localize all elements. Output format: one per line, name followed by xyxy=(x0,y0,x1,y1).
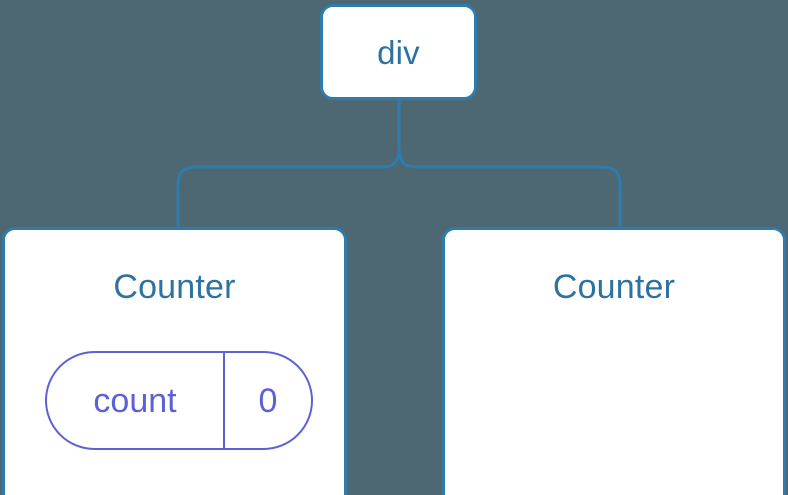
state-value-counter-1: 0 xyxy=(258,381,278,420)
node-div-label: div xyxy=(377,33,420,71)
connector-branch-right xyxy=(397,146,622,229)
state-pill-counter-1[interactable]: count 0 xyxy=(45,351,313,450)
node-counter-2[interactable]: Counter count 0 xyxy=(442,227,786,495)
state-key-counter-1: count xyxy=(93,381,177,420)
node-div[interactable]: div xyxy=(320,4,477,100)
node-counter-2-title: Counter xyxy=(552,268,676,306)
connector-branch-left xyxy=(176,146,401,229)
node-counter-1[interactable]: Counter count 0 xyxy=(2,227,347,495)
node-counter-1-title: Counter xyxy=(113,268,236,306)
state-pill-divider-1 xyxy=(223,353,225,448)
